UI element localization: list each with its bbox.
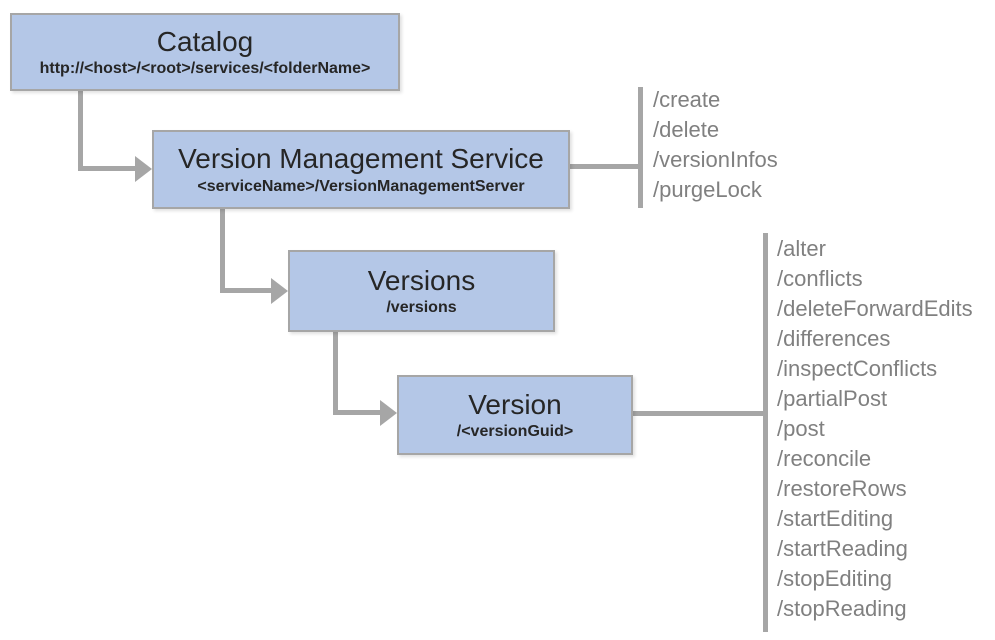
endpoint-item: /versionInfos — [653, 147, 778, 172]
endpoint-item: /create — [653, 87, 721, 112]
endpoint-list-vms: /create/delete/versionInfos/purgeLock — [653, 85, 778, 205]
node-versions-title: Versions — [367, 264, 476, 296]
node-version-management-service: Version Management Service <serviceName>… — [152, 130, 570, 209]
node-version-title: Version — [468, 388, 562, 420]
endpoint-item: /stopReading — [777, 596, 907, 621]
connector-version-to-endpoints-horizontal — [631, 411, 763, 416]
endpoint-item: /startReading — [777, 536, 908, 561]
endpoint-item: /conflicts — [777, 266, 863, 291]
node-catalog-title: Catalog — [156, 25, 254, 57]
node-version: Version /<versionGuid> — [397, 375, 633, 455]
endpoint-item: /differences — [777, 326, 891, 351]
connector-versions-to-version-vertical — [333, 332, 338, 415]
node-vms-subtitle: <serviceName>/VersionManagementServer — [197, 177, 525, 195]
endpoint-item: /inspectConflicts — [777, 356, 938, 381]
arrowhead-into-vms-icon — [135, 156, 152, 182]
node-catalog-subtitle: http://<host>/<root>/services/<folderNam… — [39, 60, 371, 77]
endpoint-list-version: /alter/conflicts/deleteForwardEdits/diff… — [777, 234, 973, 624]
node-catalog: Catalog http://<host>/<root>/services/<f… — [10, 13, 400, 91]
endpoint-item: /restoreRows — [777, 476, 907, 501]
connector-catalog-to-vms-vertical — [78, 91, 83, 171]
node-version-subtitle: /<versionGuid> — [456, 423, 574, 440]
endpoint-item: /startEditing — [777, 506, 894, 531]
endpoint-item: /stopEditing — [777, 566, 892, 591]
endpoint-item: /partialPost — [777, 386, 888, 411]
connector-vms-to-endpoints-horizontal — [568, 164, 638, 169]
node-versions-subtitle: /versions — [386, 299, 457, 316]
arrowhead-into-versions-icon — [271, 278, 288, 304]
endpoint-item: /delete — [653, 117, 720, 142]
endpoint-item: /alter — [777, 236, 826, 261]
endpoint-item: /post — [777, 416, 825, 441]
connector-catalog-to-vms-horizontal — [78, 166, 136, 171]
endpoint-item: /reconcile — [777, 446, 872, 471]
node-versions: Versions /versions — [288, 250, 555, 332]
connector-versions-to-version-horizontal — [333, 410, 381, 415]
endpoint-item: /purgeLock — [653, 177, 762, 202]
node-vms-title: Version Management Service — [178, 143, 544, 175]
connector-vms-to-versions-horizontal — [220, 288, 272, 293]
connector-vms-to-versions-vertical — [220, 209, 225, 293]
endpoints-vms-bracket-bar — [638, 87, 643, 208]
endpoint-item: /deleteForwardEdits — [777, 296, 973, 321]
arrowhead-into-version-icon — [380, 400, 397, 426]
endpoints-version-bracket-bar — [763, 233, 768, 632]
